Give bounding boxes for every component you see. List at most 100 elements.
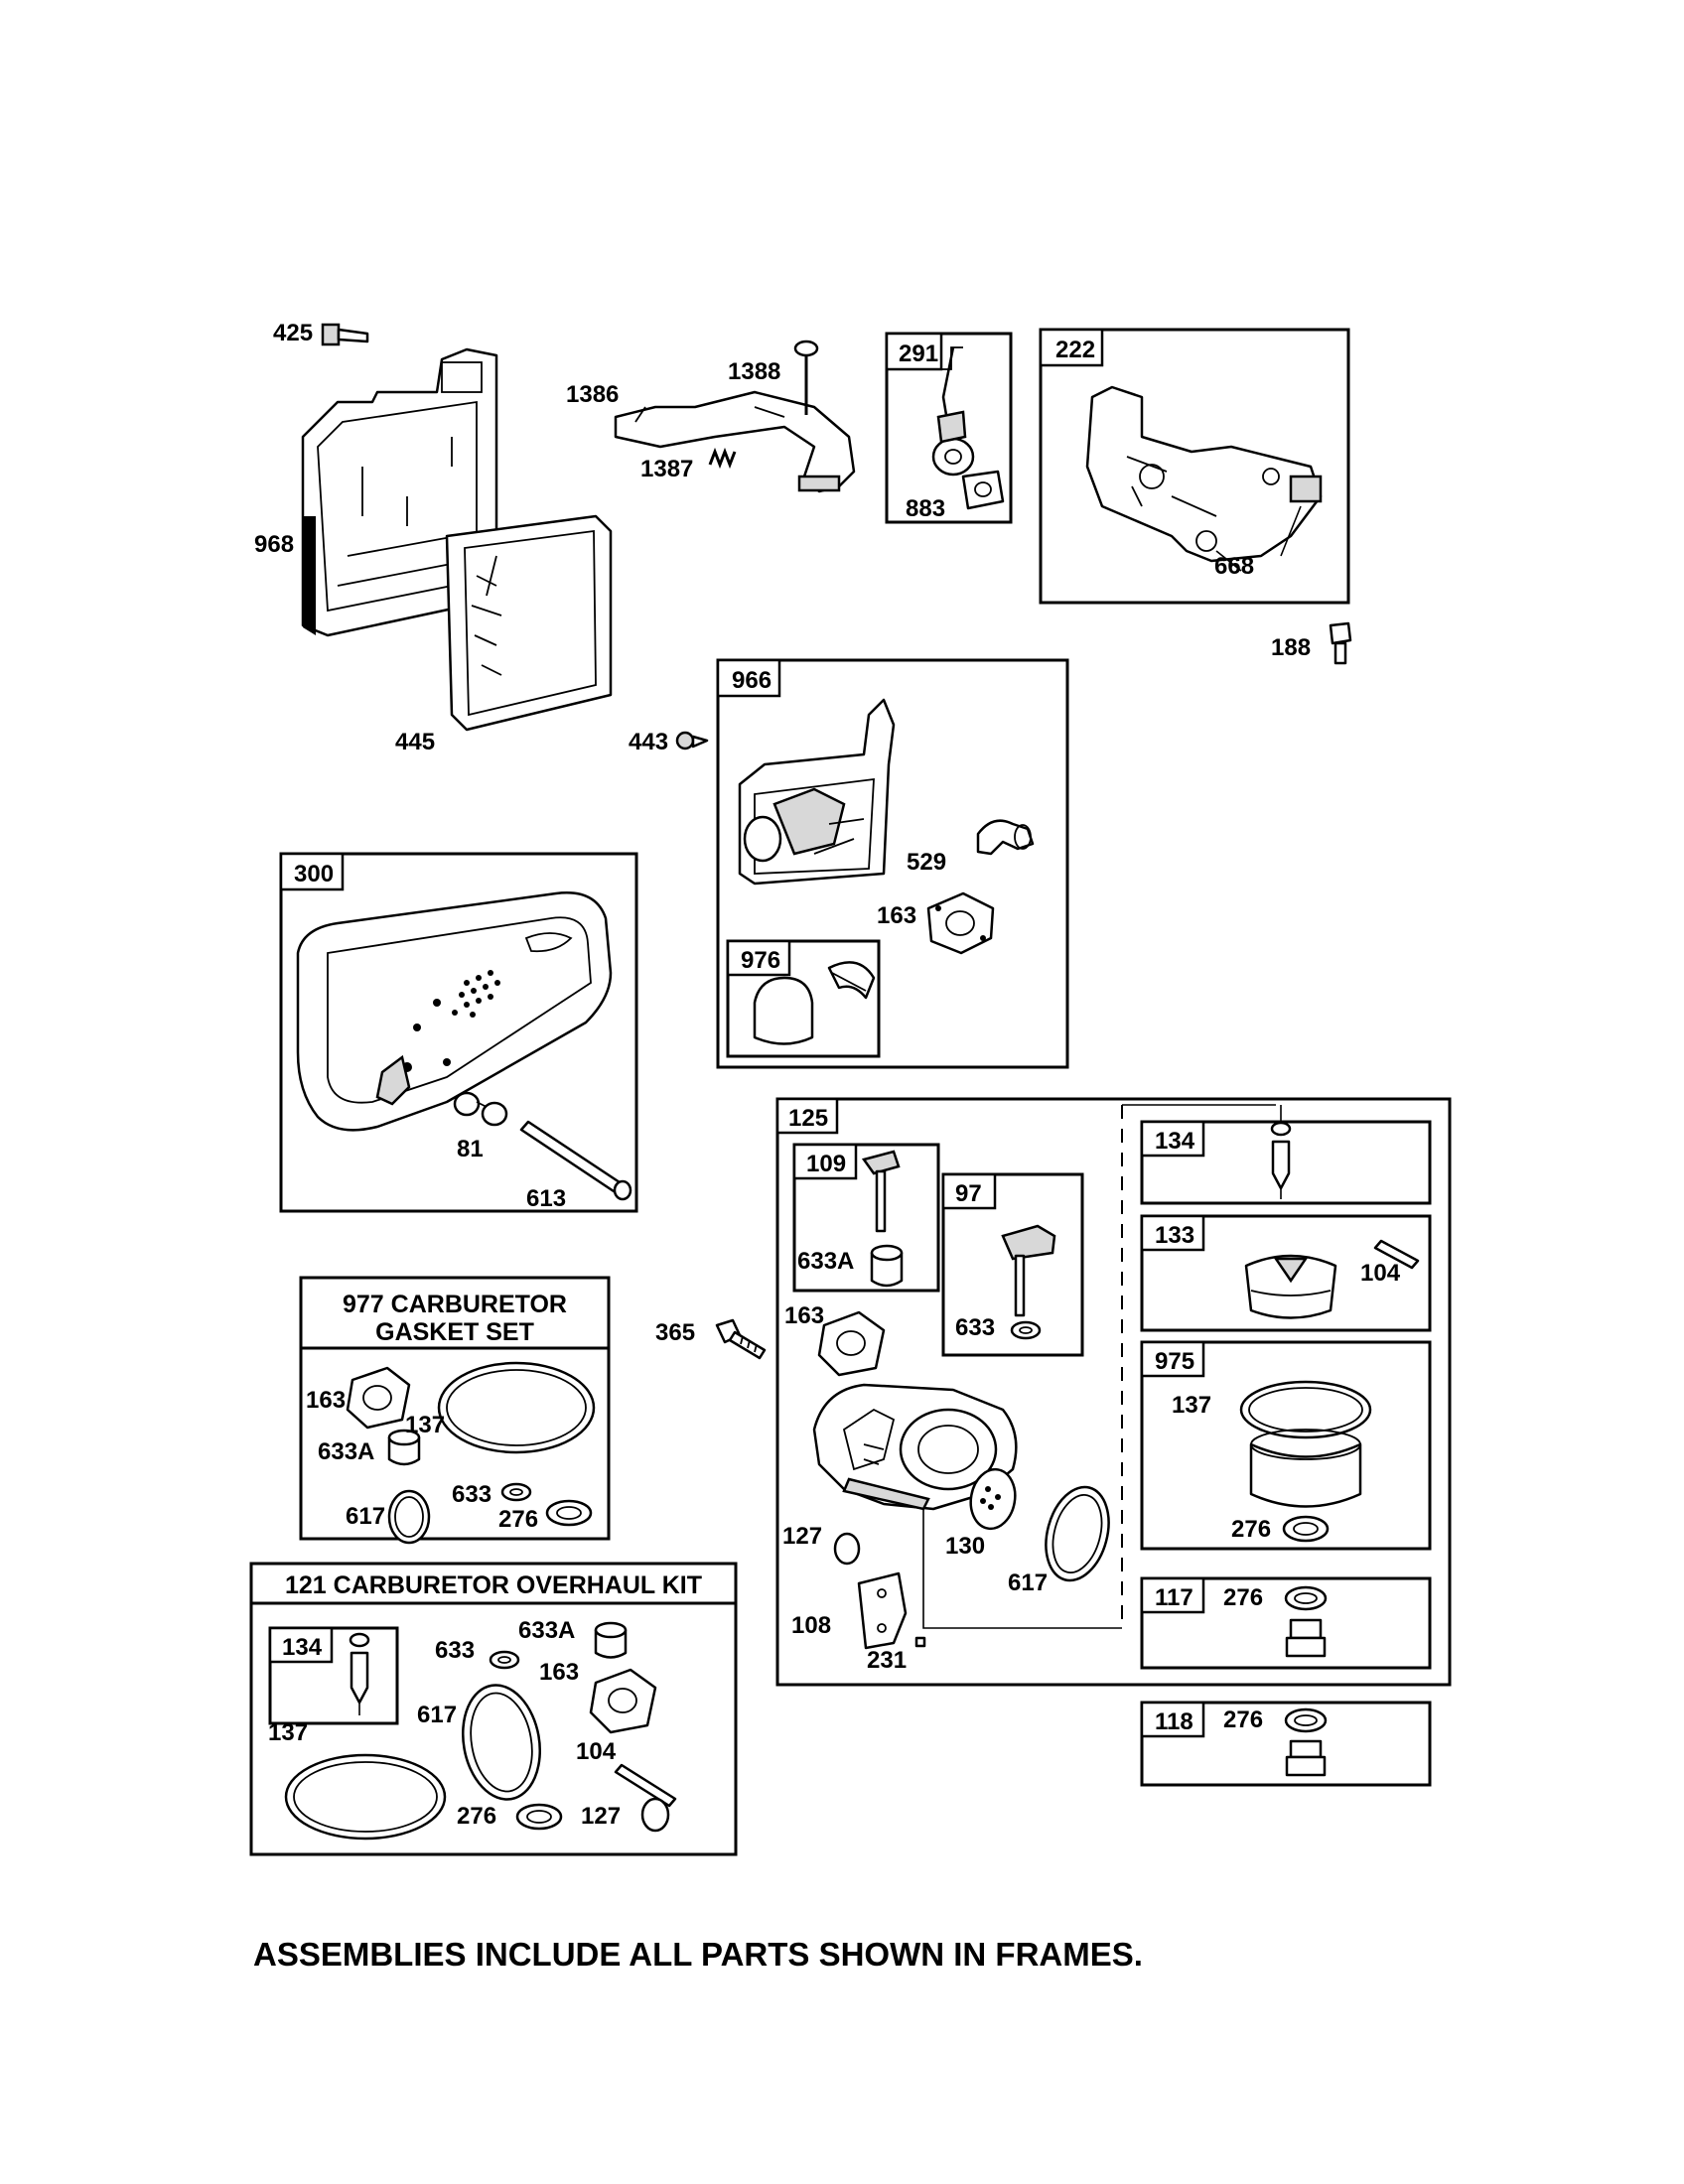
bushing-633a-a <box>870 1244 904 1288</box>
part-label-633-b: 633 <box>452 1481 491 1508</box>
carburetor-body <box>812 1383 1018 1511</box>
part-label-130: 130 <box>945 1533 985 1560</box>
washer-276-f <box>1284 1707 1328 1733</box>
frame-117 <box>1140 1576 1432 1670</box>
gasket-163-a <box>926 891 995 955</box>
kit-977-title-line1: 977 CARBURETOR <box>343 1291 567 1318</box>
part-label-137-a: 137 <box>1172 1392 1211 1419</box>
part-label-81: 81 <box>457 1136 484 1162</box>
frame-118 <box>1140 1701 1432 1787</box>
control-lever-1386 <box>614 390 856 493</box>
frame-109 <box>792 1143 940 1293</box>
part-label-127-a: 127 <box>782 1523 822 1550</box>
bushing-633a-b <box>387 1429 421 1466</box>
throttle-shaft-97 <box>1001 1224 1056 1317</box>
screw-443 <box>675 731 709 751</box>
part-label-617-c: 617 <box>417 1702 457 1728</box>
frame-133 <box>1140 1214 1432 1332</box>
muffler-300 <box>296 891 613 1132</box>
gasket-883 <box>961 470 1005 510</box>
part-label-633a-a: 633A <box>797 1248 854 1275</box>
frame-976 <box>726 939 881 1058</box>
part-label-137-b: 137 <box>405 1412 445 1438</box>
frame-966 <box>716 658 1069 1069</box>
filter-976 <box>753 961 876 1045</box>
frame-125 <box>775 1097 1452 1687</box>
part-label-633a-c: 633A <box>518 1617 575 1644</box>
bowl-nut-118 <box>1285 1739 1327 1777</box>
part-label-276-c: 276 <box>498 1506 538 1533</box>
frame-222 <box>1039 328 1350 605</box>
frame-label-134-a: 134 <box>1155 1128 1195 1155</box>
part-label-883: 883 <box>906 495 945 522</box>
footer-note: ASSEMBLIES INCLUDE ALL PARTS SHOWN IN FR… <box>253 1936 1143 1973</box>
part-label-613: 613 <box>526 1185 566 1212</box>
part-label-137-c: 137 <box>268 1719 308 1746</box>
frame-label-118: 118 <box>1155 1708 1193 1735</box>
part-label-276-e: 276 <box>457 1803 496 1830</box>
part-label-127-b: 127 <box>581 1803 621 1830</box>
pin-104-b <box>614 1763 677 1808</box>
part-label-968: 968 <box>254 531 294 558</box>
breather-tube-529 <box>976 819 1035 856</box>
part-label-1388: 1388 <box>728 358 780 385</box>
frame-975 <box>1140 1340 1432 1551</box>
frame-label-134-b: 134 <box>282 1634 323 1661</box>
part-label-445: 445 <box>395 729 435 755</box>
frame-291 <box>885 332 1013 524</box>
screw-1388 <box>793 340 819 415</box>
frame-label-975: 975 <box>1155 1348 1194 1375</box>
screw-231 <box>914 1636 926 1648</box>
part-label-163-d: 163 <box>539 1659 579 1686</box>
gasket-163-b <box>817 1310 886 1377</box>
part-label-188: 188 <box>1271 634 1311 661</box>
spring-1387 <box>708 447 737 470</box>
washer-276-e <box>515 1803 563 1831</box>
washer-276-b <box>1284 1585 1328 1611</box>
part-label-365: 365 <box>655 1319 695 1346</box>
diaphragm-130 <box>969 1467 1017 1531</box>
washer-276-a <box>1282 1515 1330 1543</box>
gasket-137-b <box>437 1361 596 1454</box>
part-label-1386: 1386 <box>566 381 619 408</box>
float-133 <box>1244 1254 1337 1319</box>
screw-425 <box>321 323 369 346</box>
part-label-163-b: 163 <box>784 1302 824 1329</box>
stud-613 <box>519 1120 632 1201</box>
part-label-163-a: 163 <box>877 902 916 929</box>
part-label-276-a: 276 <box>1231 1516 1271 1543</box>
part-label-104-b: 104 <box>576 1738 617 1765</box>
part-label-617-a: 617 <box>1008 1570 1048 1596</box>
plate-108 <box>857 1571 908 1650</box>
frame-label-300: 300 <box>294 861 334 887</box>
frame-label-97: 97 <box>955 1180 982 1207</box>
gasket-137-c <box>284 1753 447 1841</box>
part-label-633a-b: 633A <box>318 1438 374 1465</box>
seal-633-b <box>500 1482 532 1502</box>
pin-104-a <box>1373 1239 1420 1270</box>
kit-121-overhaul <box>249 1562 738 1856</box>
kit-121-title: 121 CARBURETOR OVERHAUL KIT <box>285 1571 702 1599</box>
seal-633-a <box>1010 1320 1042 1340</box>
part-label-104-a: 104 <box>1360 1260 1401 1287</box>
kit-977-title-line2: GASKET SET <box>375 1318 534 1346</box>
frame-label-976: 976 <box>741 947 780 974</box>
bowl-nut-117 <box>1285 1618 1327 1658</box>
gasket-163-d <box>589 1668 657 1734</box>
kit-977-gasket-set <box>299 1276 611 1545</box>
gasket-163-c <box>346 1366 411 1430</box>
frame-97 <box>941 1172 1084 1357</box>
part-label-276-f: 276 <box>1223 1706 1263 1733</box>
screw-365 <box>715 1318 767 1360</box>
part-label-668: 668 <box>1214 553 1254 580</box>
frame-label-291: 291 <box>899 341 938 367</box>
fuel-shutoff-291 <box>931 346 975 477</box>
part-label-443: 443 <box>629 729 668 755</box>
part-label-276-b: 276 <box>1223 1584 1263 1611</box>
frame-label-222: 222 <box>1055 337 1095 363</box>
needle-134-b <box>349 1632 370 1715</box>
plug-127-a <box>833 1532 861 1566</box>
part-label-108: 108 <box>791 1612 831 1639</box>
part-label-163-c: 163 <box>306 1387 346 1414</box>
